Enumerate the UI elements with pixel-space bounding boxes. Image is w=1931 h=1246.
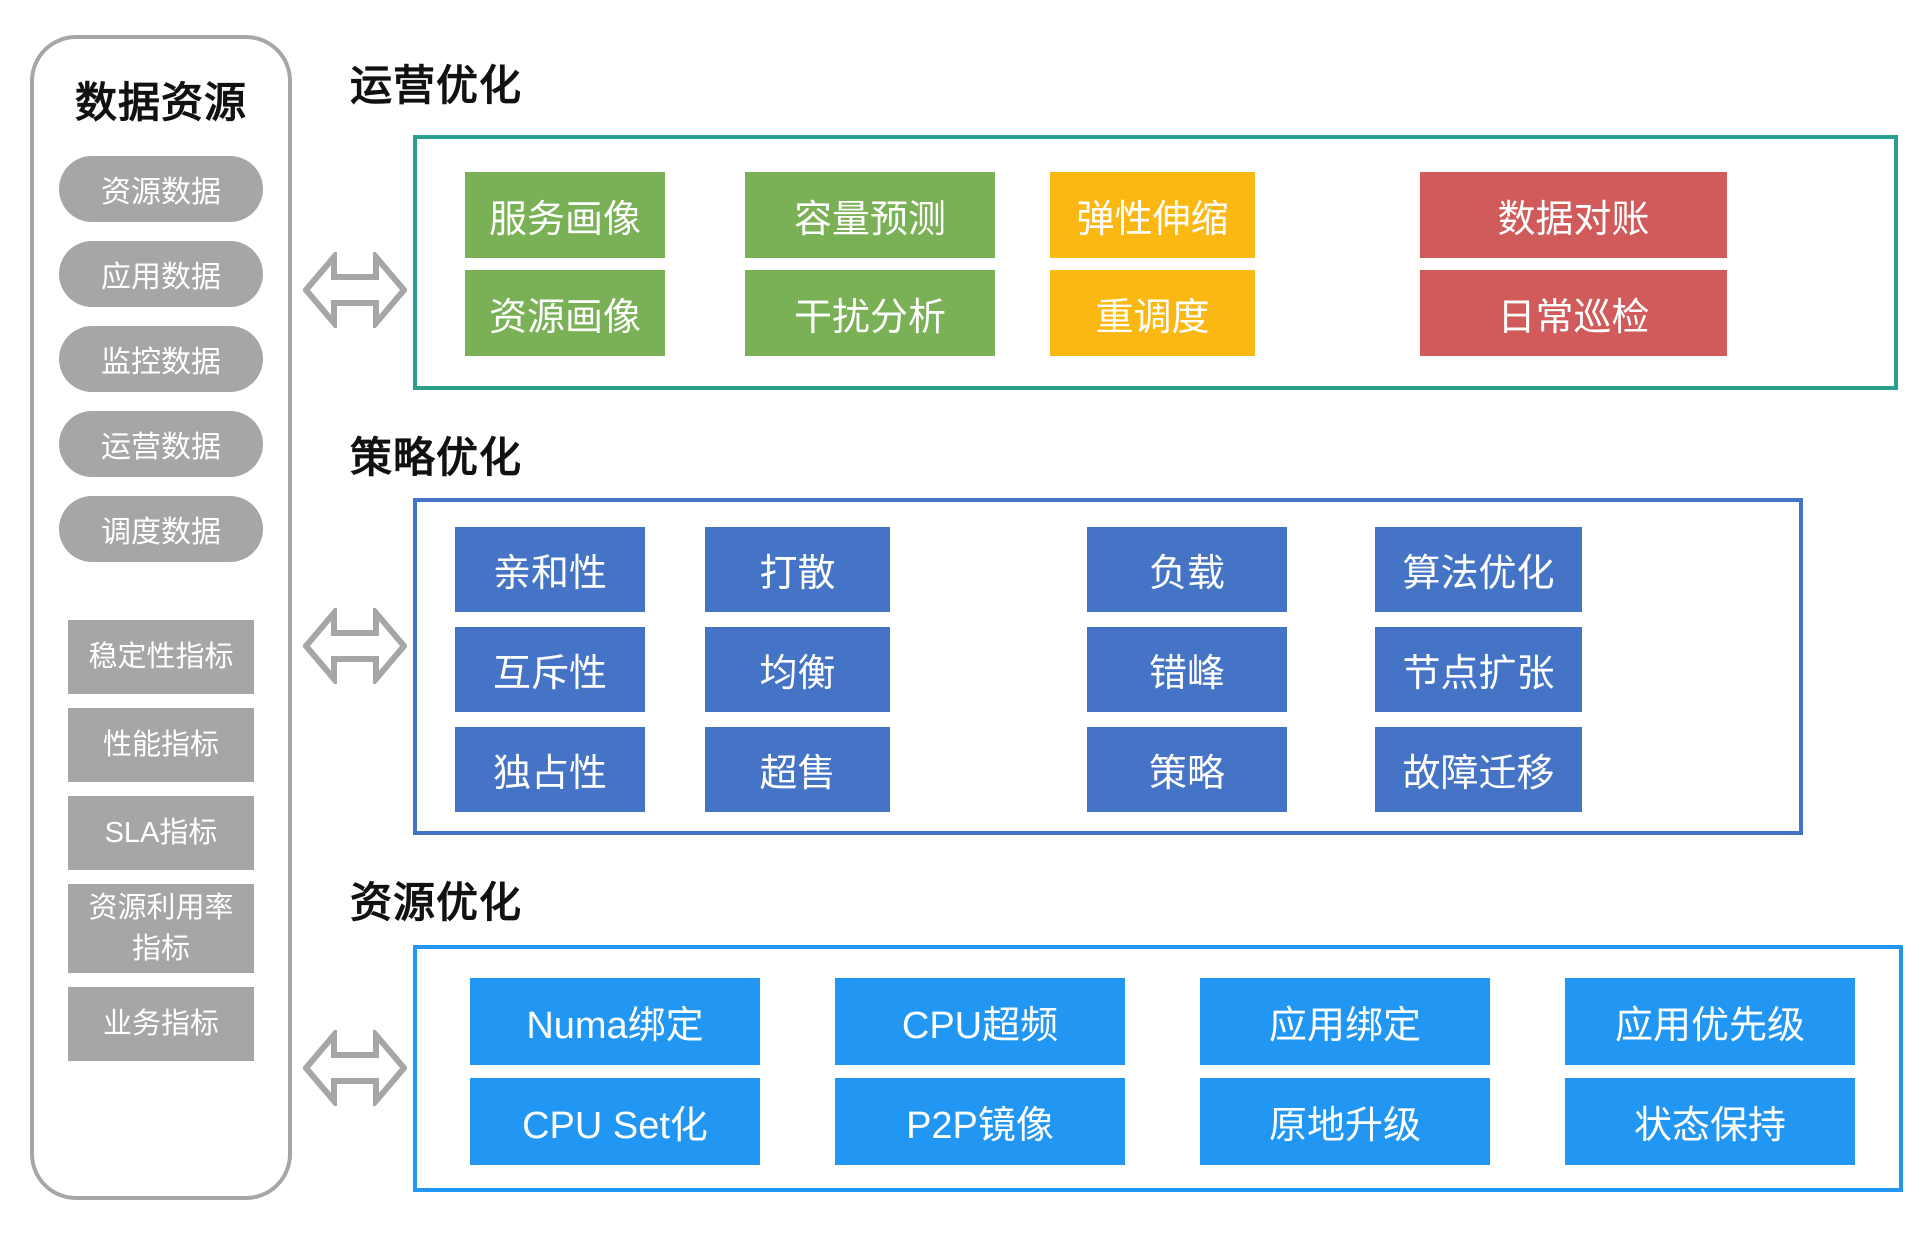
button-column: CPU超频 P2P镜像: [835, 978, 1125, 1165]
button-column: 算法优化 节点扩张 故障迁移: [1375, 527, 1582, 812]
button-column: 数据对账 日常巡检: [1420, 172, 1727, 356]
button-column: 负载 错峰 策略: [1087, 527, 1287, 812]
button-column: 亲和性 互斥性 独占性: [455, 527, 645, 812]
diagram-node: 弹性伸缩: [1050, 172, 1255, 258]
section-box-operations: 服务画像 资源画像 容量预测 干扰分析 弹性伸缩 重调度 数据对账 日常巡检: [413, 135, 1898, 390]
double-arrow-icon: [303, 252, 407, 328]
diagram-node: 重调度: [1050, 270, 1255, 356]
section-title-resource: 资源优化: [350, 879, 523, 926]
diagram-node: 资源画像: [465, 270, 665, 356]
data-item-pill: 监控数据: [59, 326, 263, 392]
diagram-node: 应用优先级: [1565, 978, 1855, 1065]
metric-items-group: 稳定性指标 性能指标 SLA指标 资源利用率指标 业务指标: [34, 620, 288, 1075]
diagram-node: 错峰: [1087, 627, 1287, 712]
button-column: 弹性伸缩 重调度: [1050, 172, 1255, 356]
button-column: 打散 均衡 超售: [705, 527, 890, 812]
double-arrow-icon: [303, 1030, 407, 1106]
diagram-node: 干扰分析: [745, 270, 995, 356]
metric-item-box: 业务指标: [68, 987, 254, 1062]
diagram-node: 应用绑定: [1200, 978, 1490, 1065]
diagram-node: CPU超频: [835, 978, 1125, 1065]
diagram-node: P2P镜像: [835, 1078, 1125, 1165]
diagram-node: 原地升级: [1200, 1078, 1490, 1165]
section-box-strategy: 亲和性 互斥性 独占性 打散 均衡 超售 负载 错峰 策略 算法优化 节点扩张 …: [413, 498, 1803, 835]
diagram-node: 策略: [1087, 727, 1287, 812]
diagram-node: 故障迁移: [1375, 727, 1582, 812]
data-resources-panel: 数据资源 资源数据 应用数据 监控数据 运营数据 调度数据 稳定性指标 性能指标…: [30, 35, 292, 1200]
diagram-node: 超售: [705, 727, 890, 812]
diagram-node: 均衡: [705, 627, 890, 712]
metric-item-box: 稳定性指标: [68, 620, 254, 694]
button-column: 应用绑定 原地升级: [1200, 978, 1490, 1165]
button-column: Numa绑定 CPU Set化: [470, 978, 760, 1165]
diagram-node: CPU Set化: [470, 1078, 760, 1165]
diagram-node: 节点扩张: [1375, 627, 1582, 712]
button-column: 容量预测 干扰分析: [745, 172, 995, 356]
diagram-node: 亲和性: [455, 527, 645, 612]
data-item-pill: 资源数据: [59, 156, 263, 222]
section-title-strategy: 策略优化: [350, 434, 523, 481]
metric-item-box: 资源利用率指标: [68, 884, 254, 974]
diagram-node: 容量预测: [745, 172, 995, 258]
section-box-resource: Numa绑定 CPU Set化 CPU超频 P2P镜像 应用绑定 原地升级 应用…: [413, 945, 1903, 1192]
data-item-pill: 运营数据: [59, 411, 263, 477]
diagram-node: 独占性: [455, 727, 645, 812]
data-item-pill: 调度数据: [59, 496, 263, 562]
diagram-node: 负载: [1087, 527, 1287, 612]
sidebar-title: 数据资源: [74, 79, 247, 126]
button-column: 应用优先级 状态保持: [1565, 978, 1855, 1165]
diagram-node: 算法优化: [1375, 527, 1582, 612]
diagram-node: 打散: [705, 527, 890, 612]
diagram-node: 服务画像: [465, 172, 665, 258]
data-items-group: 资源数据 应用数据 监控数据 运营数据 调度数据: [34, 156, 288, 581]
metric-item-box: 性能指标: [68, 708, 254, 782]
button-column: 服务画像 资源画像: [465, 172, 665, 356]
data-item-pill: 应用数据: [59, 241, 263, 307]
double-arrow-icon: [303, 608, 407, 684]
metric-item-box: SLA指标: [68, 796, 254, 870]
diagram-node: 状态保持: [1565, 1078, 1855, 1165]
diagram-node: 数据对账: [1420, 172, 1727, 258]
section-title-operations: 运营优化: [350, 62, 523, 109]
diagram-node: Numa绑定: [470, 978, 760, 1065]
diagram-node: 日常巡检: [1420, 270, 1727, 356]
diagram-node: 互斥性: [455, 627, 645, 712]
